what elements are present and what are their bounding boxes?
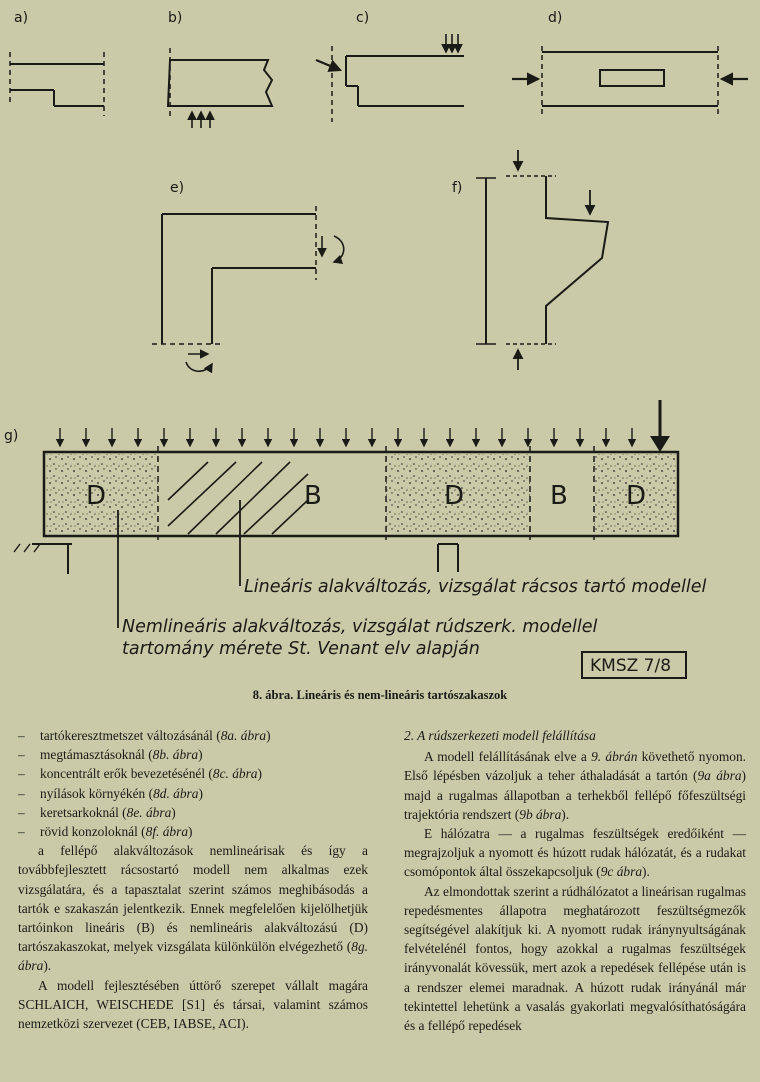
paragraph: Az elmondottak szerint a rúdhálózatot a … xyxy=(404,883,746,1034)
panel-f-sketch xyxy=(476,150,610,370)
list-dash: – xyxy=(18,824,25,840)
region-label-d1: D xyxy=(86,481,106,511)
figure-8: a) b) c) d) e) f) g) D B D B D Lineáris … xyxy=(4,10,748,679)
list-text: keretsarkoknál (8e. ábra) xyxy=(40,804,176,820)
panel-label-b: b) xyxy=(168,10,182,26)
annotation-nonlinear-2: tartomány mérete St. Venant elv alapján xyxy=(122,639,480,659)
panel-label-d: d) xyxy=(548,10,562,26)
paragraph: A modell felállításának elve a 9. ábrán … xyxy=(404,749,746,822)
list-text: tartókeresztmetszet változásánál (8a. áb… xyxy=(40,728,271,743)
annotation-leaders xyxy=(117,500,241,628)
panel-b-sketch xyxy=(166,48,274,128)
stamp-box xyxy=(581,651,687,679)
panel-label-a: a) xyxy=(14,10,28,26)
figure-caption: 8. ábra. Lineáris és nem-lineáris tartós… xyxy=(252,688,508,702)
panel-g-beam xyxy=(13,400,680,574)
paragraph: E hálózatra — a rugalmas feszültségek er… xyxy=(404,826,746,880)
left-column: –tartókeresztmetszet változásánál (8a. á… xyxy=(18,726,368,1033)
panel-c-sketch xyxy=(315,34,464,122)
list-item: –megtámasztásoknál (8b. ábra) xyxy=(18,745,368,764)
list-item: –nyílások környékén (8d. ábra) xyxy=(18,784,368,803)
region-label-d3: D xyxy=(626,481,646,511)
paragraph: a fellépő alakváltozások nemlineárisak é… xyxy=(18,843,368,974)
paragraph: A modell fejlesztésében úttörő szerepet … xyxy=(18,977,368,1032)
list-text: rövid konzoloknál (8f. ábra) xyxy=(40,824,193,840)
region-label-b1: B xyxy=(304,481,322,511)
list-item: –keretsarkoknál (8e. ábra) xyxy=(18,803,368,822)
annotation-linear: Lineáris alakváltozás, vizsgálat rácsos … xyxy=(244,577,706,597)
panel-label-e: e) xyxy=(170,180,184,196)
list-text: koncentrált erők bevezetésénél (8c. ábra… xyxy=(40,766,262,782)
annotation-nonlinear-1: Nemlineáris alakváltozás, vizsgálat rúds… xyxy=(122,617,597,637)
right-column: 2. A rúdszerkezeti modell felállítása A … xyxy=(404,726,746,1035)
list-dash: – xyxy=(18,804,25,820)
panel-d-sketch xyxy=(512,46,748,116)
panel-label-g: g) xyxy=(4,428,18,444)
list-item: –rövid konzoloknál (8f. ábra) xyxy=(18,822,368,841)
panel-a-sketch xyxy=(9,52,105,116)
section-heading: 2. A rúdszerkezeti modell felállítása xyxy=(404,728,596,743)
list-text: nyílások környékén (8d. ábra) xyxy=(40,785,203,801)
stamp-label: KMSZ 7/8 xyxy=(590,656,671,676)
list-dash: – xyxy=(18,728,25,743)
panel-label-f: f) xyxy=(452,180,462,196)
panel-e-sketch xyxy=(152,206,345,374)
list-dash: – xyxy=(18,785,25,801)
region-label-d2: D xyxy=(444,481,464,511)
list-dash: – xyxy=(18,766,25,782)
list-text: megtámasztásoknál (8b. ábra) xyxy=(40,747,203,763)
list-item: –tartókeresztmetszet változásánál (8a. á… xyxy=(18,726,368,745)
region-label-b2: B xyxy=(550,481,568,511)
list-item: –koncentrált erők bevezetésénél (8c. ábr… xyxy=(18,764,368,783)
list-dash: – xyxy=(18,747,25,763)
panel-label-c: c) xyxy=(356,10,369,26)
